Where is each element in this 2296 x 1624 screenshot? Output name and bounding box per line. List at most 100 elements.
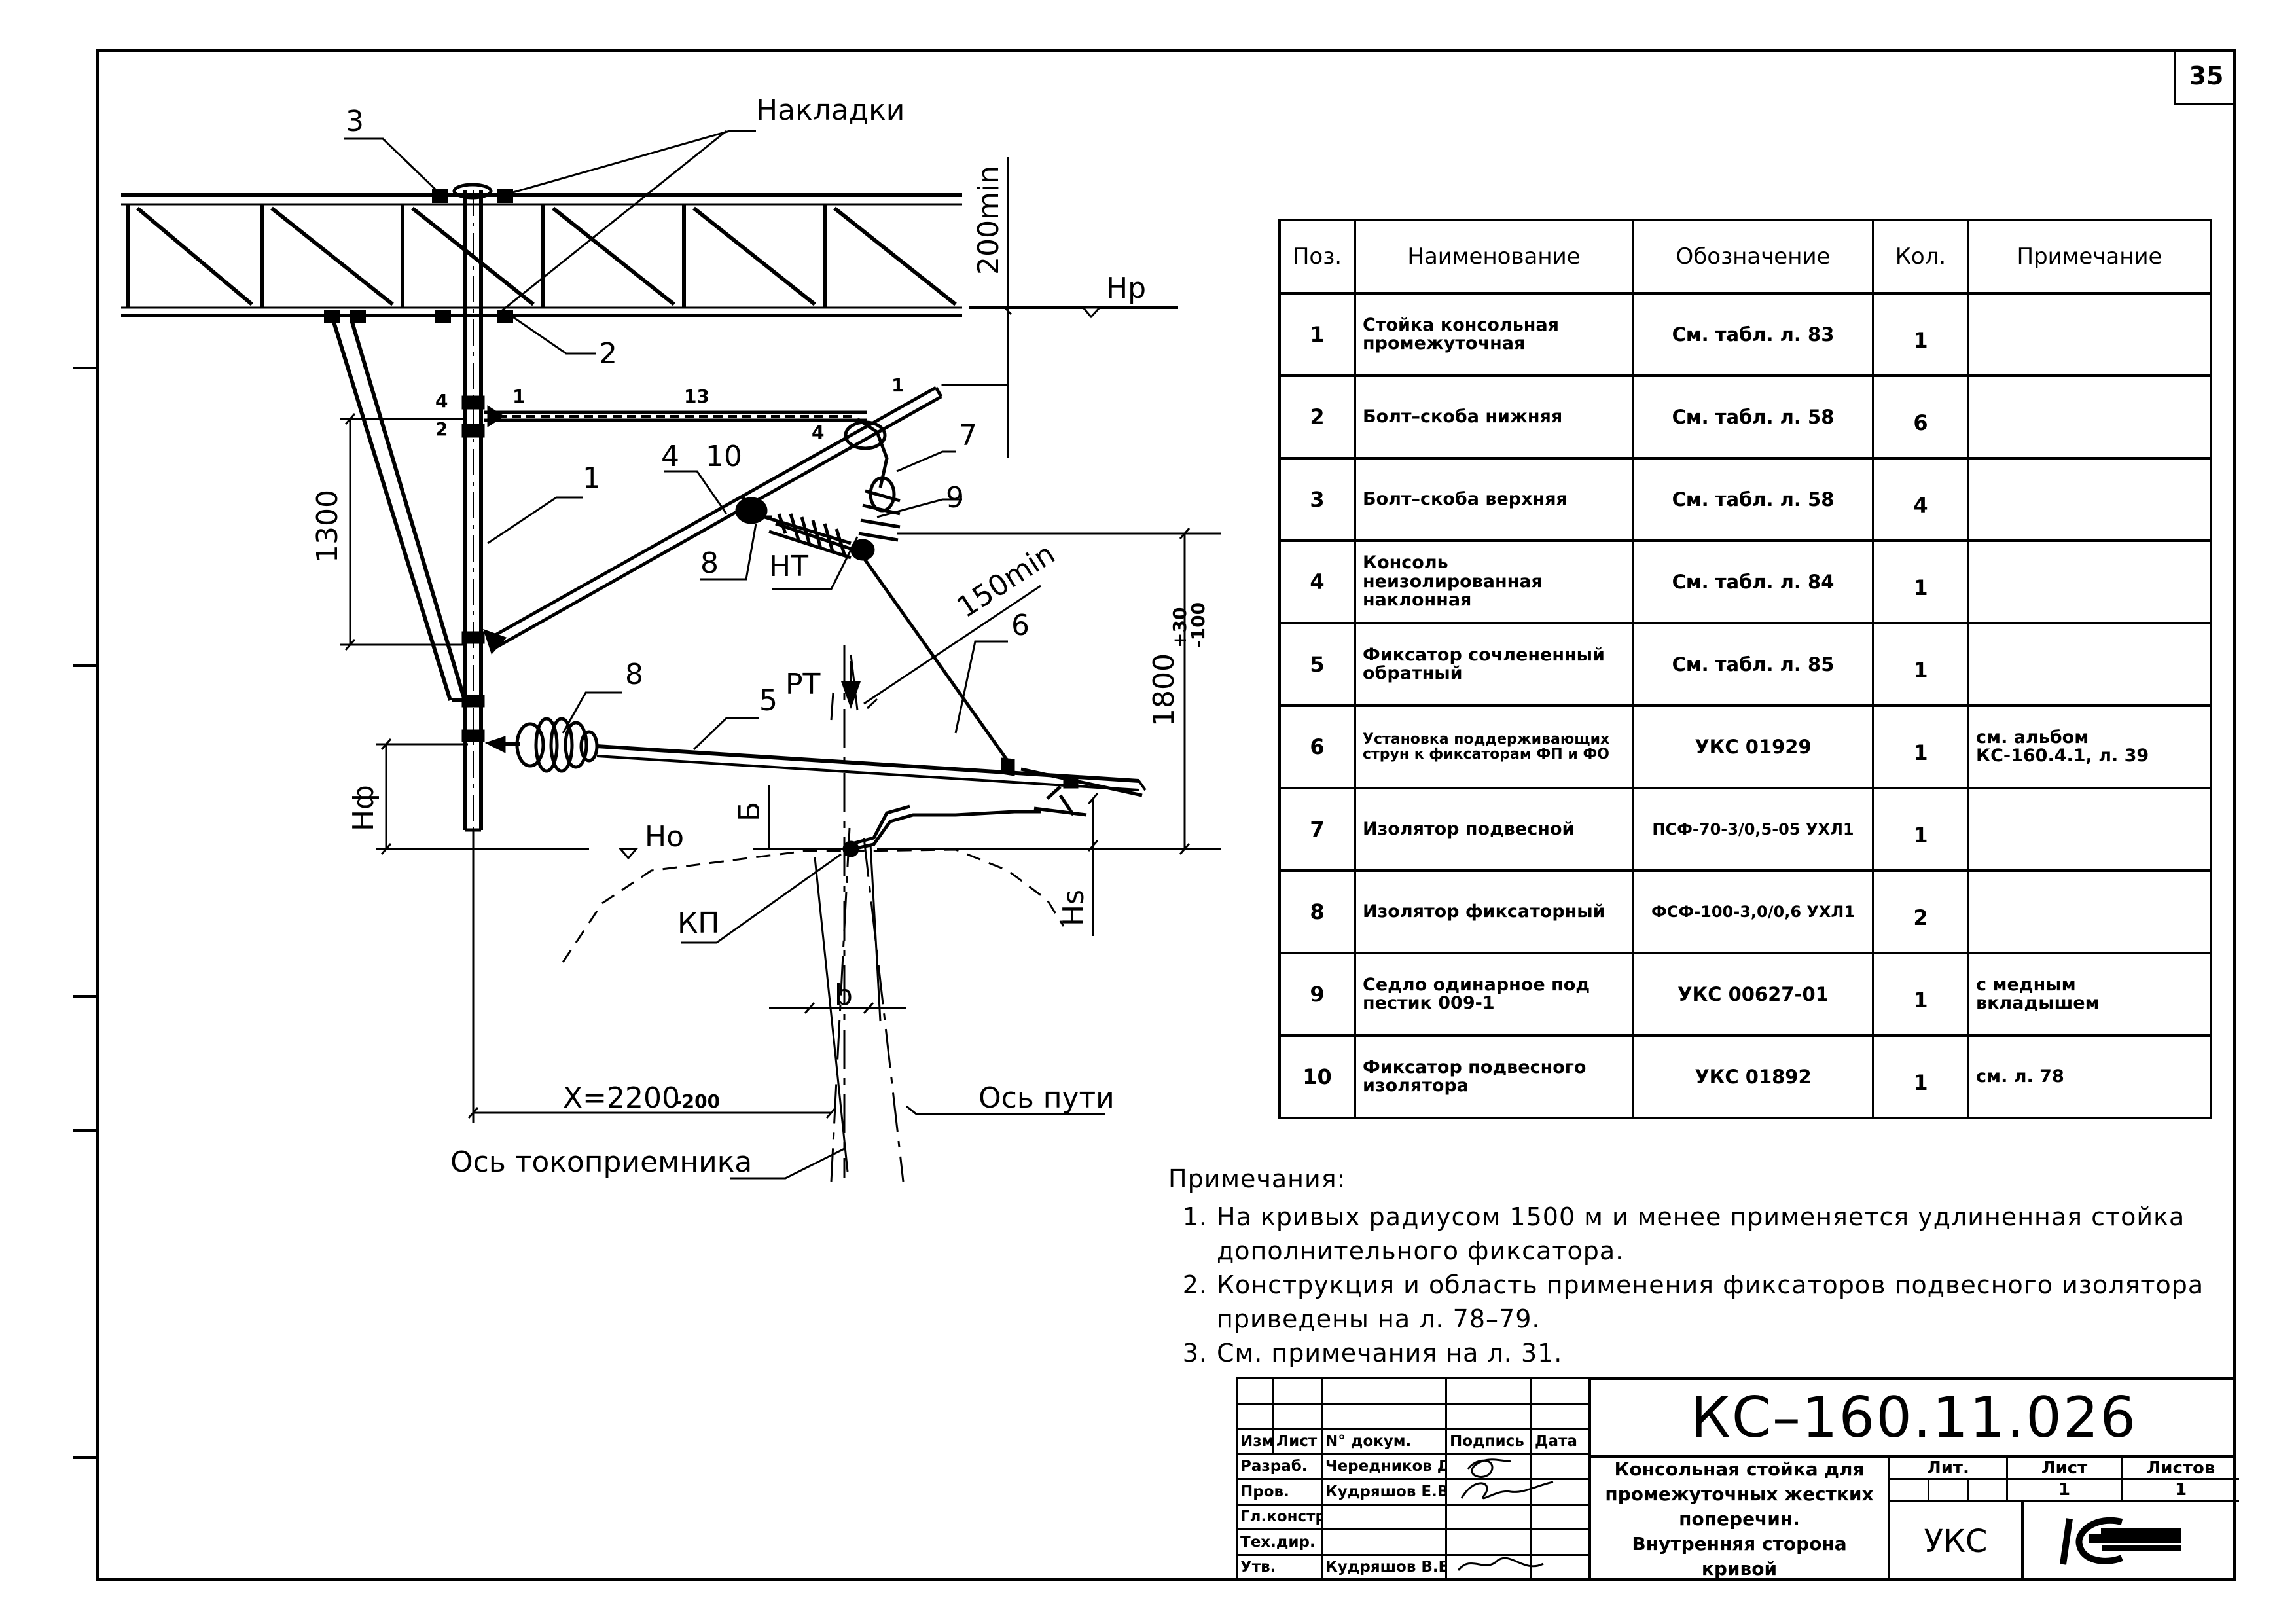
label-pt: РТ	[785, 668, 821, 701]
cell-qty: 4	[1872, 457, 1969, 542]
cell-name: Болт–скоба нижняя	[1354, 374, 1634, 460]
cell-designation: УКС 00627-01	[1632, 952, 1874, 1037]
dim-200min: 200min	[972, 166, 1005, 275]
handwritten-signatures	[1457, 1458, 1554, 1571]
sheet-label: Лист	[2008, 1458, 2123, 1480]
notes-title: Примечания:	[1168, 1164, 1346, 1193]
dim-1300: 1300	[311, 490, 344, 563]
fixator-insulator-upper	[735, 496, 855, 560]
small-mark: 1	[512, 386, 525, 407]
lit-label: Лит.	[1890, 1458, 2008, 1480]
lit-cell	[1890, 1480, 1929, 1502]
person-name: Чередников Д.И.	[1321, 1453, 1447, 1480]
signature-cell	[1445, 1478, 1532, 1506]
margin-tick	[73, 1129, 96, 1132]
cell-designation: ФСФ-100-3,0/0,6 УХЛ1	[1632, 869, 1874, 954]
spec-header-row: Поз. Наименование Обозначение Кол. Приме…	[1278, 219, 2212, 295]
support-string	[861, 555, 1013, 767]
cell-note: см. л. 78	[1967, 1034, 2212, 1119]
cell-designation: УКС 01892	[1632, 1034, 1874, 1119]
dim-1800: 1800	[1147, 653, 1181, 727]
small-mark: 4	[812, 422, 824, 443]
notes-block: Примечания: 1. На кривых радиусом 1500 м…	[1168, 1162, 2242, 1370]
dim-1800-tol-upper: +30	[1169, 607, 1191, 648]
signature-row: Утв. Кудряшов В.Е.	[1236, 1553, 1590, 1581]
callout-pos: 3	[346, 105, 364, 138]
table-row: 8 Изолятор фиксаторный ФСФ-100-3,0/0,6 У…	[1278, 869, 2212, 954]
cell-qty: 1	[1872, 1034, 1969, 1119]
dim-150min: 150min	[951, 537, 1061, 625]
role-label: Гл.констр.	[1236, 1503, 1323, 1530]
hdr-doc-no: N° докум.	[1321, 1428, 1447, 1455]
cell-note: см. альбом КС-160.4.1, л. 39	[1967, 704, 2212, 789]
sheets-label: Листов	[2123, 1458, 2239, 1480]
cell-qty: 6	[1872, 374, 1969, 460]
table-row: 5 Фиксатор сочлененный обратный См. табл…	[1278, 622, 2212, 707]
margin-tick	[73, 664, 96, 667]
signature-cell	[1445, 1503, 1532, 1530]
small-mark: 1	[891, 374, 904, 396]
signature-row: Разраб. Чередников Д.И.	[1236, 1453, 1590, 1480]
person-name: Кудряшов В.Е.	[1321, 1553, 1447, 1581]
cell-pos: 9	[1278, 952, 1356, 1037]
label-ht: НТ	[769, 550, 808, 583]
note-text: Конструкция и область применения фиксато…	[1217, 1271, 2204, 1333]
label-hp: Нр	[1106, 272, 1146, 305]
label-overlays: Накладки	[756, 94, 905, 127]
dim-h-phi: Нф	[347, 785, 380, 831]
cell-name: Седло одинарное под пестик 009-1	[1354, 952, 1634, 1037]
cell-pos: 4	[1278, 539, 1356, 624]
callout-pos: 1	[583, 461, 601, 495]
table-row: 1 Стойка консольная промежуточная См. та…	[1278, 292, 2212, 377]
role-label: Утв.	[1236, 1553, 1323, 1581]
cell-name: Стойка консольная промежуточная	[1354, 292, 1634, 377]
callout-pos: 5	[759, 684, 778, 717]
table-row: 7 Изолятор подвесной ПСФ-70-3/0,5-05 УХЛ…	[1278, 787, 2212, 872]
callout-pos: 6	[1011, 609, 1030, 642]
cell-qty: 1	[1872, 787, 1969, 872]
cell-note	[1967, 539, 2212, 624]
cell-name: Болт–скоба верхняя	[1354, 457, 1634, 542]
margin-tick	[73, 1456, 96, 1459]
cell-designation: См. табл. л. 58	[1632, 374, 1874, 460]
description-line: Внутренняя сторона кривой	[1632, 1533, 1847, 1579]
revision-header-row: Изм. Лист N° докум. Подпись Дата	[1236, 1428, 1590, 1455]
cell-designation: См. табл. л. 85	[1632, 622, 1874, 707]
cell-designation: ПСФ-70-3/0,5-05 УХЛ1	[1632, 787, 1874, 872]
callout-pos: 8	[700, 547, 719, 580]
cell-note	[1967, 622, 2212, 707]
callout-pos: 7	[959, 419, 977, 452]
cell-designation: См. табл. л. 58	[1632, 457, 1874, 542]
cell-pos: 8	[1278, 869, 1356, 954]
dim-1800-tol-lower: -100	[1187, 602, 1209, 648]
callout-pos: 9	[946, 481, 964, 514]
small-mark: 13	[684, 386, 709, 407]
col-header-note: Примечание	[1967, 219, 2212, 295]
table-row: 10 Фиксатор подвесного изолятора УКС 018…	[1278, 1034, 2212, 1119]
signature-row: Гл.констр.	[1236, 1503, 1590, 1530]
inclined-console	[483, 386, 943, 655]
rigid-crossbeam-truss	[121, 193, 962, 317]
ks-logo-icon	[2060, 1517, 2181, 1565]
cell-qty: 1	[1872, 952, 1969, 1037]
margin-tick	[73, 367, 96, 369]
drawing-frame	[96, 49, 2236, 1581]
truss-clamps	[324, 183, 513, 323]
cell-name: Фиксатор подвесного изолятора	[1354, 1034, 1634, 1119]
pantograph-outline	[562, 848, 1065, 963]
cell-pos: 10	[1278, 1034, 1356, 1119]
signature-row: Пров. Кудряшов Е.В.	[1236, 1478, 1590, 1506]
document-code: КС–160.11.026	[1588, 1377, 2236, 1458]
fixator-tip	[1033, 778, 1087, 817]
cell-pos: 1	[1278, 292, 1356, 377]
label-h0: Но	[645, 820, 684, 854]
cell-pos: 6	[1278, 704, 1356, 789]
col-header-qty: Кол.	[1872, 219, 1969, 295]
console-post	[461, 190, 485, 832]
note-number: 1.	[1182, 1202, 1208, 1231]
table-row: 6 Установка поддерживающих струн к фикса…	[1278, 704, 2212, 789]
cell-note	[1967, 787, 2212, 872]
note-text: См. примечания на л. 31.	[1217, 1339, 1563, 1367]
